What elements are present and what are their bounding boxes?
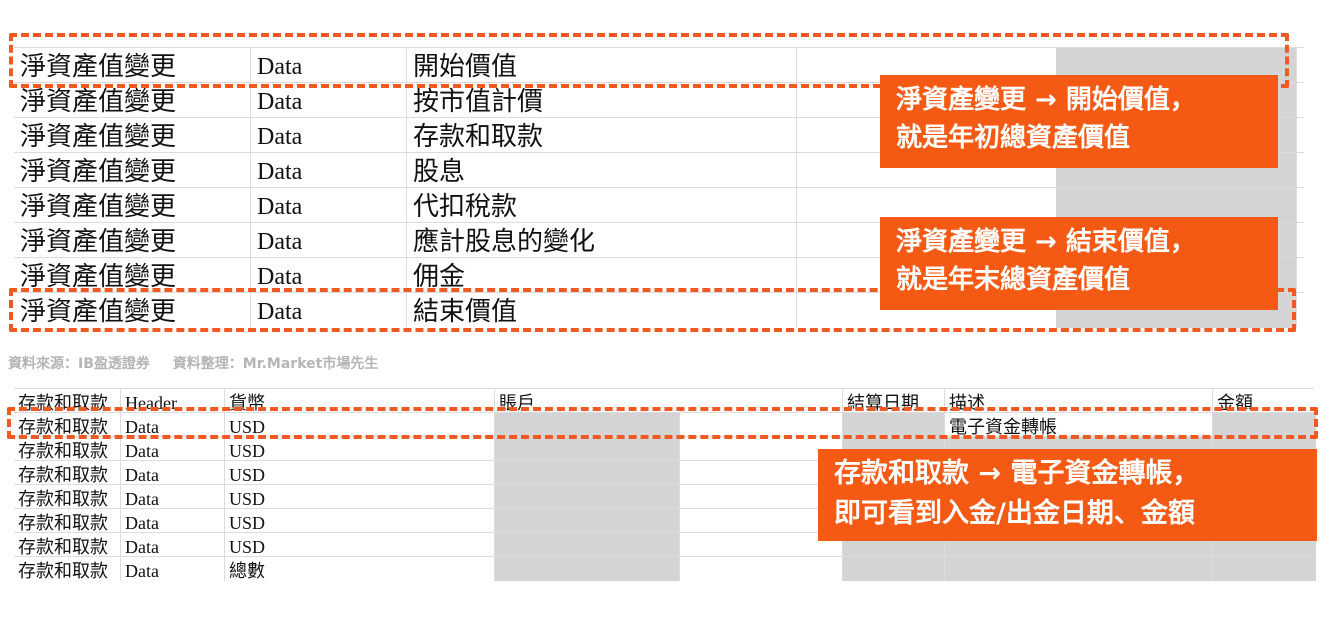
redacted-account-cell — [494, 509, 679, 533]
callout-line: 就是年末總資產價值 — [896, 265, 1131, 295]
redacted-account-cell — [494, 461, 679, 485]
category-cell: 淨資產值變更 — [20, 192, 177, 221]
item-cell: 結束價值 — [406, 293, 796, 328]
blank-cell — [1296, 83, 1304, 118]
type-cell: Data — [250, 118, 406, 153]
category-cell: 存款和取款 — [18, 441, 108, 461]
redacted-amount-cell — [1212, 413, 1316, 437]
type-cell: Data — [250, 48, 406, 83]
source-caption: 資料來源：IB盈透證券 資料整理：Mr.Market市場先生 — [8, 353, 396, 373]
type-cell: Data — [120, 413, 224, 437]
category-cell: 存款和取款 — [18, 465, 108, 485]
currency-cell: USD — [224, 437, 494, 461]
blank-cell — [1296, 223, 1304, 258]
blank-cell — [1296, 153, 1304, 188]
item-cell: 開始價值 — [406, 48, 796, 83]
callout-line: 就是年初總資產價值 — [896, 123, 1131, 153]
callout-line: 即可看到入金/出金日期、金額 — [834, 498, 1195, 529]
description-cell: 電子資金轉帳 — [944, 413, 1212, 437]
category-cell: 淨資產值變更 — [20, 87, 177, 116]
type-cell: Data — [250, 153, 406, 188]
type-cell: Data — [120, 485, 224, 509]
currency-cell: USD — [224, 461, 494, 485]
blank-cell — [796, 153, 1056, 188]
redacted-account-cell — [494, 533, 679, 557]
blank-cell — [1296, 48, 1304, 83]
type-cell: Data — [250, 83, 406, 118]
category-cell: 淨資產值變更 — [20, 262, 177, 291]
item-cell: 應計股息的變化 — [406, 223, 796, 258]
blank-cell — [796, 258, 1056, 293]
blank-cell — [796, 48, 1056, 83]
callout-line: 淨資產變更 → 開始價值， — [896, 85, 1196, 115]
blank-cell — [796, 293, 1056, 328]
blank-cell — [1296, 118, 1304, 153]
start-value-highlight — [9, 33, 1289, 88]
blank-cell — [1296, 258, 1304, 293]
redacted-description-cell — [944, 557, 1212, 581]
category-cell: 存款和取款 — [18, 561, 108, 581]
category-cell: 淨資產值變更 — [20, 227, 177, 256]
type-cell: Data — [120, 437, 224, 461]
blank-cell — [679, 485, 842, 509]
category-cell: 淨資產值變更 — [20, 122, 177, 151]
type-cell: Data — [250, 188, 406, 223]
item-cell: 股息 — [406, 153, 796, 188]
compiled-by-text: 資料整理：Mr.Market市場先生 — [172, 356, 379, 372]
item-cell: 存款和取款 — [406, 118, 796, 153]
blank-cell — [1296, 188, 1304, 223]
blank-cell — [796, 188, 1056, 223]
table-row: 存款和取款 Data USD 電子資金轉帳 — [14, 412, 1316, 437]
redacted-account-cell — [494, 485, 679, 509]
category-cell: 淨資產值變更 — [20, 157, 177, 186]
category-cell: 存款和取款 — [18, 417, 108, 437]
type-cell: Data — [120, 461, 224, 485]
redacted-account-cell — [494, 437, 679, 461]
type-cell: Data — [250, 223, 406, 258]
deposit-callout: 存款和取款 → 電子資金轉帳， 即可看到入金/出金日期、金額 — [818, 449, 1317, 541]
start-value-callout: 淨資產變更 → 開始價值， 就是年初總資產價值 — [880, 75, 1278, 168]
currency-cell: USD — [224, 509, 494, 533]
blank-cell — [679, 557, 842, 581]
currency-cell: USD — [224, 533, 494, 557]
category-cell: 淨資產值變更 — [20, 52, 177, 81]
type-cell: Data — [120, 533, 224, 557]
type-cell: Data — [250, 293, 406, 328]
blank-cell — [679, 437, 842, 461]
redacted-account-cell — [494, 413, 679, 437]
redacted-date-cell — [842, 413, 944, 437]
redacted-account-cell — [494, 557, 679, 581]
blank-cell — [796, 83, 1056, 118]
blank-cell — [1296, 293, 1304, 328]
redacted-date-cell — [842, 557, 944, 581]
currency-cell: 總數 — [224, 557, 494, 581]
data-source-text: 資料來源：IB盈透證券 — [8, 356, 150, 372]
type-cell: Data — [120, 557, 224, 581]
currency-cell: USD — [224, 413, 494, 437]
item-cell: 代扣稅款 — [406, 188, 796, 223]
end-value-callout: 淨資產變更 → 結束價值， 就是年末總資產價值 — [880, 217, 1278, 310]
blank-cell — [679, 413, 842, 437]
callout-line: 淨資產變更 → 結束價值， — [896, 227, 1196, 257]
blank-cell — [796, 118, 1056, 153]
blank-cell — [679, 461, 842, 485]
blank-cell — [679, 533, 842, 557]
end-value-highlight — [9, 288, 1296, 332]
category-cell: 存款和取款 — [18, 513, 108, 533]
item-cell: 按市值計價 — [406, 83, 796, 118]
currency-cell: USD — [224, 485, 494, 509]
transfer-row-highlight — [7, 407, 1318, 439]
table-row: 存款和取款 Data USD — [14, 532, 1316, 557]
callout-line: 存款和取款 → 電子資金轉帳， — [834, 458, 1200, 489]
type-cell: Data — [120, 509, 224, 533]
type-cell: Data — [250, 258, 406, 293]
category-cell: 存款和取款 — [18, 537, 108, 557]
table-row: 存款和取款 Data 總數 — [14, 556, 1316, 581]
category-cell: 存款和取款 — [18, 489, 108, 509]
category-cell: 淨資產值變更 — [20, 297, 177, 326]
redacted-amount-cell — [1212, 557, 1316, 581]
blank-cell — [796, 223, 1056, 258]
blank-cell — [679, 509, 842, 533]
item-cell: 佣金 — [406, 258, 796, 293]
